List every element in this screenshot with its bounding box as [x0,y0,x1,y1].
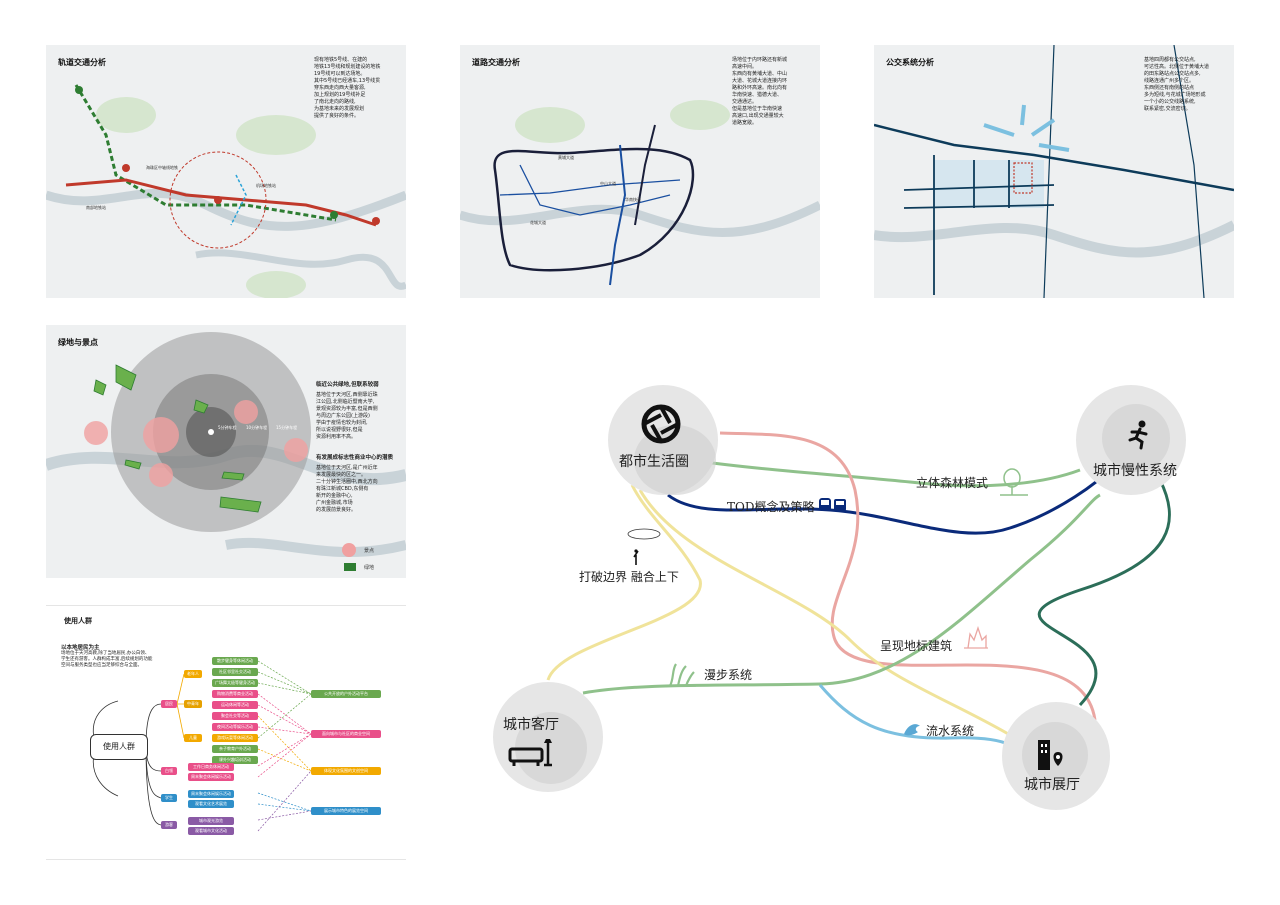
road-label: 华南快速 [625,197,641,202]
activity-tag: 聚会社交等活动 [212,712,258,720]
age-tag: 老年人 [184,670,202,678]
user-groups-panel: 使用人群 以本地居民为主 场地位于天河高教,除了当地居民,办公白领、 学生还有游… [46,605,406,860]
sofa-icon [508,739,552,767]
urban-life-label: 都市生活圈 [619,454,689,470]
activity-tag: 购物消费等商业活动 [212,690,258,698]
activity-tag: 社区邻里社交活动 [212,668,258,676]
landmark-icon [964,626,988,649]
rail-station-label: 机场地铁站 [256,183,276,188]
group-tag: 居民 [161,700,177,708]
water-system-label: 流水系统 [926,724,975,738]
ring-label: 5分钟车程 [218,425,237,430]
activity-tag: 周末聚会休闲娱乐活动 [188,790,234,798]
rail-station-label: 南部地铁站 [86,205,106,210]
train-bus-icon [819,498,846,511]
aperture-icon [641,404,681,444]
rail-description: 现有地铁5号线、在建的 地铁13号线和规划建设的地铁 19号线可以到达场地。 其… [314,57,381,119]
bus-map [874,45,1234,298]
activity-tag: 观看城市文化活动 [188,827,234,835]
building-location-icon [1038,740,1063,770]
outcome-tag: 面向城市与社区的商业空间 [311,730,381,738]
user-mindmap-lines [92,660,312,832]
green-heading-2: 有发展成标志性商业中心的潜质 [316,455,394,461]
living-room-label: 城市客厅 [503,717,559,733]
activity-tag: 观看文化艺术展览 [188,800,234,808]
road-description: 场地位于内环路还有新城 高速中间。 东西向有黄埔大道、中山 大道、花城大道连接内… [732,57,788,126]
legend-green-label: 绿地 [364,565,375,571]
green-description-2: 基地位于天河区,是广州近年 来发展最快的区之一。 二十分钟生活圈中,西北方向 有… [316,465,378,513]
road-analysis-panel: 道路交通分析 场地位于内环路还有新城 高速中间。 东西向有黄埔大道、中山 大道、… [460,45,820,298]
activity-tag: 夜间活动等娱乐活动 [212,723,258,731]
activity-tag: 游戏玩耍等休闲活动 [212,734,258,742]
activity-tag: 周末聚会休闲娱乐活动 [188,773,234,781]
green-title: 绿地与景点 [58,338,98,347]
bus-description: 基地四周都有公交站点, 可达性高。北侧位于黄埔大道 的田东路站点公交站点多, 线… [1144,57,1210,112]
activity-tag: 运动休闲等活动 [212,701,258,709]
road-label: 中山大道 [600,181,616,186]
rail-title: 轨道交通分析 [58,58,106,67]
group-tag: 游客 [161,821,177,829]
group-tag: 学生 [161,794,177,802]
age-tag: 儿童 [184,734,202,742]
user-title: 使用人群 [64,617,92,625]
green-space-panel: 绿地与景点 临近公共绿地,但联系较弱 基地位于天河区,西侧靠近珠 江公园,北侧临… [46,325,406,578]
activity-tag: 课外兴趣培训活动 [212,756,258,764]
bus-title: 公交系统分析 [886,58,934,67]
road-map [460,100,820,286]
activity-tag: 广场舞太极等健身活动 [212,679,258,687]
forest-mode-label: 立体森林模式 [916,476,989,490]
ring-label: 15分钟车程 [276,425,298,430]
activity-tag: 工作日商务休闲活动 [188,763,234,771]
outcome-tag: 体现文化氛围的文创空间 [311,767,381,775]
activity-tag: 散步健身等休闲活动 [212,657,258,665]
break-boundary-label: 打破边界 融合上下 [579,570,679,584]
green-heading-1: 临近公共绿地,但联系较弱 [316,382,379,388]
user-description: 场地位于天河高教,除了当地居民,办公白领、 学生还有游客。人群构成丰富,后续规划… [61,651,153,668]
road-title: 道路交通分析 [472,58,520,67]
activity-tag: 城市观光游览 [188,817,234,825]
landmark-label: 呈现地标建筑 [880,639,953,653]
road-label: 花城大道 [530,220,546,225]
age-tag: 中青年 [184,700,202,708]
rail-analysis-panel: 轨道交通分析 现有地铁5号线、在建的 地铁13号线和规划建设的地铁 19号线可以… [46,45,406,298]
plant-icon [666,663,696,687]
exhibition-label: 城市展厅 [1024,777,1080,793]
green-description-1: 基地位于天河区,西侧靠近珠 江公园,北侧临近暨南大学, 景观资源较为丰富,但是西… [316,392,378,440]
tree-icon [1000,468,1028,496]
outcome-tag: 公共开放的户外活动平台 [311,690,381,698]
runner-icon [1128,420,1148,450]
group-tag: 白领 [161,767,177,775]
rail-map [46,84,406,298]
rail-station-label: 海珠区中轴线地铁 [146,165,178,170]
slow-system-label: 城市慢性系统 [1093,463,1177,479]
green-map [46,332,406,571]
road-label: 黄埔大道 [558,155,574,160]
outcome-tag: 展示城市特色的展览空间 [311,807,381,815]
ring-figure-icon [627,528,661,565]
activity-tag: 亲子教育户外活动 [212,745,258,753]
water-icon [904,724,920,736]
legend-scenic-label: 景点 [364,548,375,554]
walk-system-label: 漫步系统 [704,668,753,682]
bus-analysis-panel: 公交系统分析 基地四周都有公交站点, 可达性高。北侧位于黄埔大道 的田东路站点公… [874,45,1234,298]
ring-label: 10分钟车程 [246,425,268,430]
user-heading: 以本地居民为主 [61,645,100,651]
user-root-node: 使用人群 [90,734,148,760]
tod-label: TOD概念及策略 [727,500,815,514]
